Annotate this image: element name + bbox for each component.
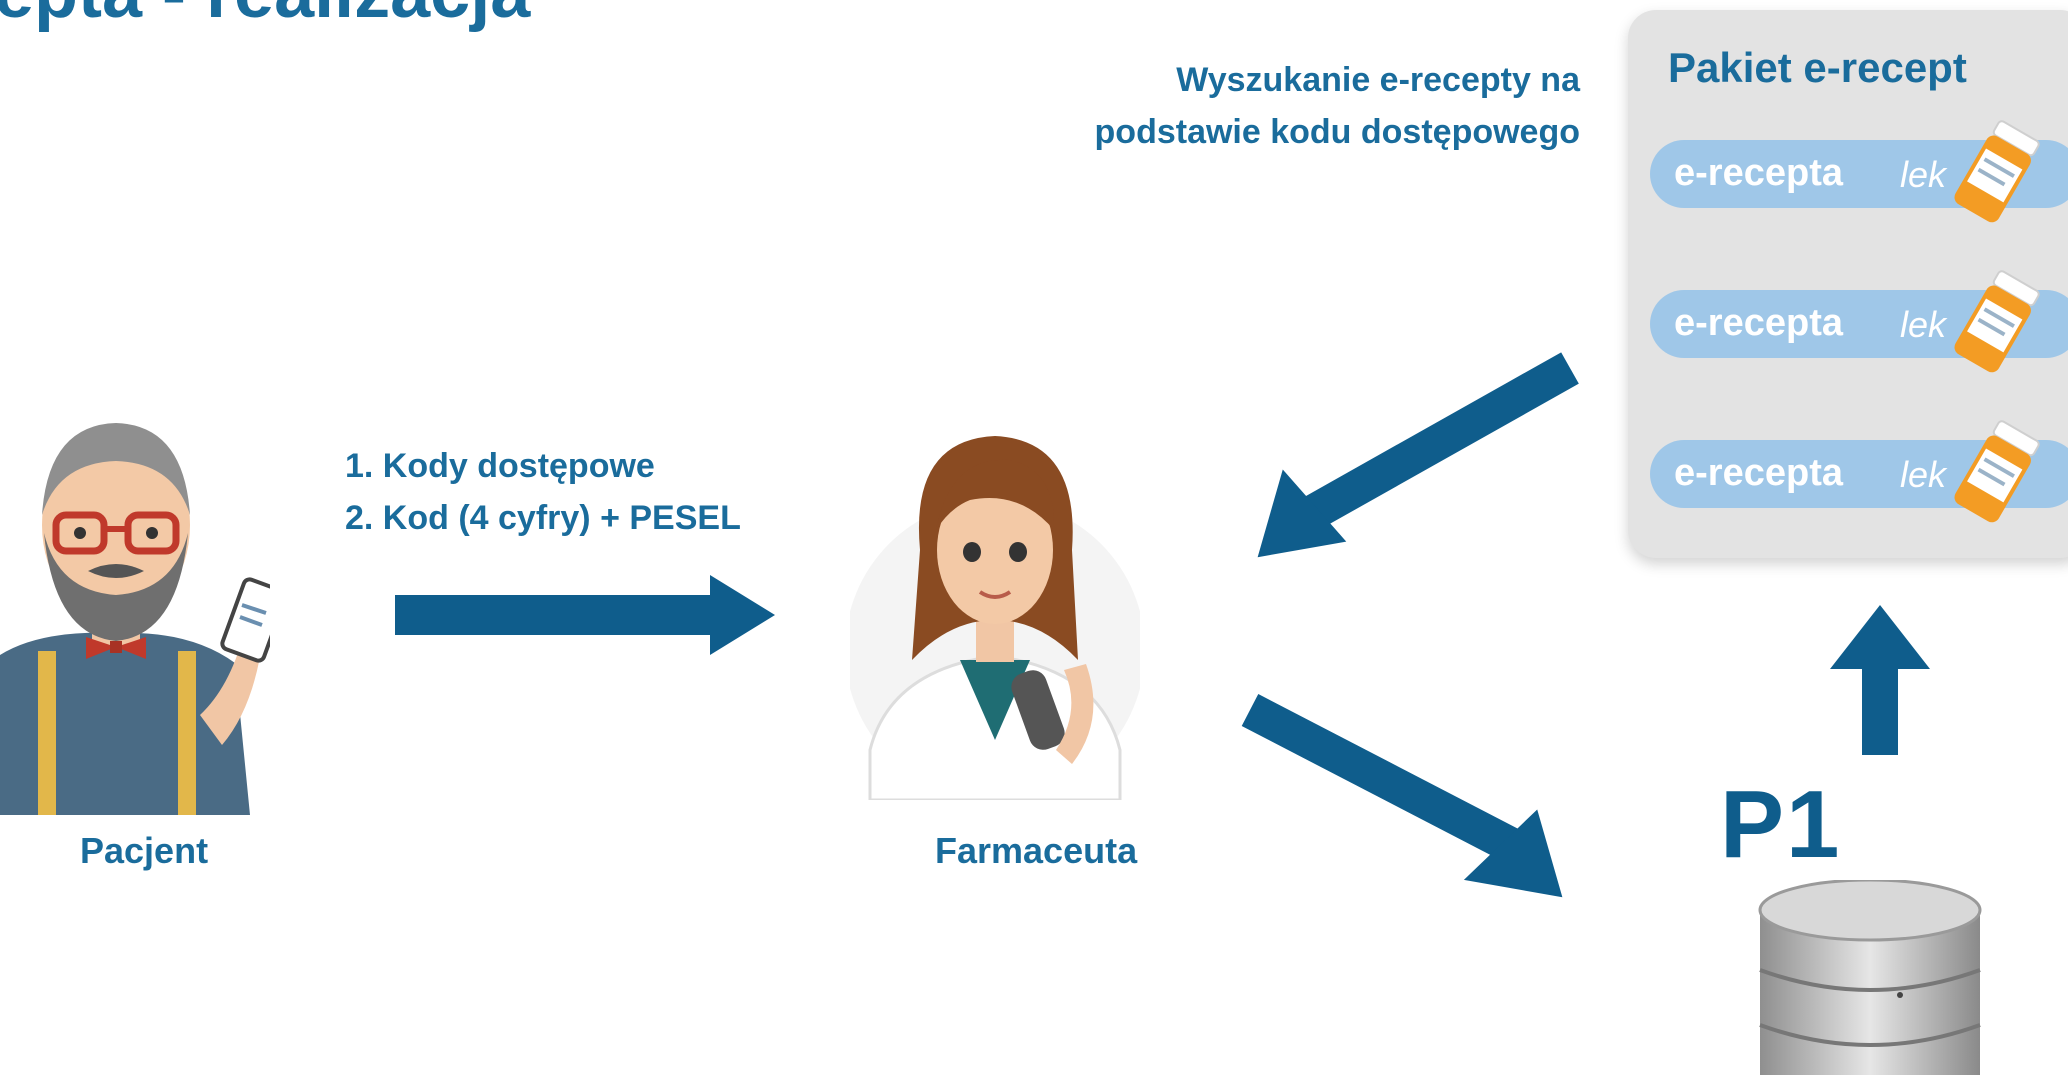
package-item-label: e-recepta [1674, 152, 1843, 194]
database-code: P1 [1720, 771, 1842, 878]
search-label: Wyszukanie e-recepty na podstawie kodu d… [900, 54, 1580, 158]
package-item-sub: lek [1900, 304, 1947, 345]
patient-illustration [0, 423, 270, 815]
package-item: e-recepta lek [1650, 270, 2068, 373]
patient-label: Pacjent [80, 830, 209, 871]
package-item: e-recepta lek [1650, 120, 2068, 223]
pharmacist-label: Farmaceuta [935, 830, 1138, 871]
pill-bottle-icon [1954, 270, 2040, 373]
access-codes-line-2: 2. Kod (4 cyfry) + PESEL [345, 499, 741, 537]
package-item: e-recepta lek [1650, 420, 2068, 523]
search-line-1: Wyszukanie e-recepty na [1176, 61, 1580, 99]
database-icon [1758, 880, 1982, 1075]
package-title: Pakiet e-recept [1668, 44, 1967, 91]
page-title: epta - realizacja [0, 0, 530, 34]
arrow-down-right-icon [1241, 694, 1563, 898]
arrow-down-left-icon [1257, 352, 1579, 558]
search-line-2: podstawie kodu dostępowego [1094, 113, 1580, 151]
access-codes-label: 1. Kody dostępowe 2. Kod (4 cyfry) + PES… [345, 440, 741, 544]
pharmacist-illustration [850, 436, 1140, 800]
arrow-up-icon [1830, 605, 1930, 755]
access-codes-line-1: 1. Kody dostępowe [345, 447, 655, 485]
pill-bottle-icon [1954, 120, 2040, 223]
package-item-sub: lek [1900, 454, 1947, 495]
pill-bottle-icon [1954, 420, 2040, 523]
arrow-right-icon [395, 575, 775, 655]
package-item-label: e-recepta [1674, 452, 1843, 494]
package-item-label: e-recepta [1674, 302, 1843, 344]
package-item-sub: lek [1900, 154, 1947, 195]
